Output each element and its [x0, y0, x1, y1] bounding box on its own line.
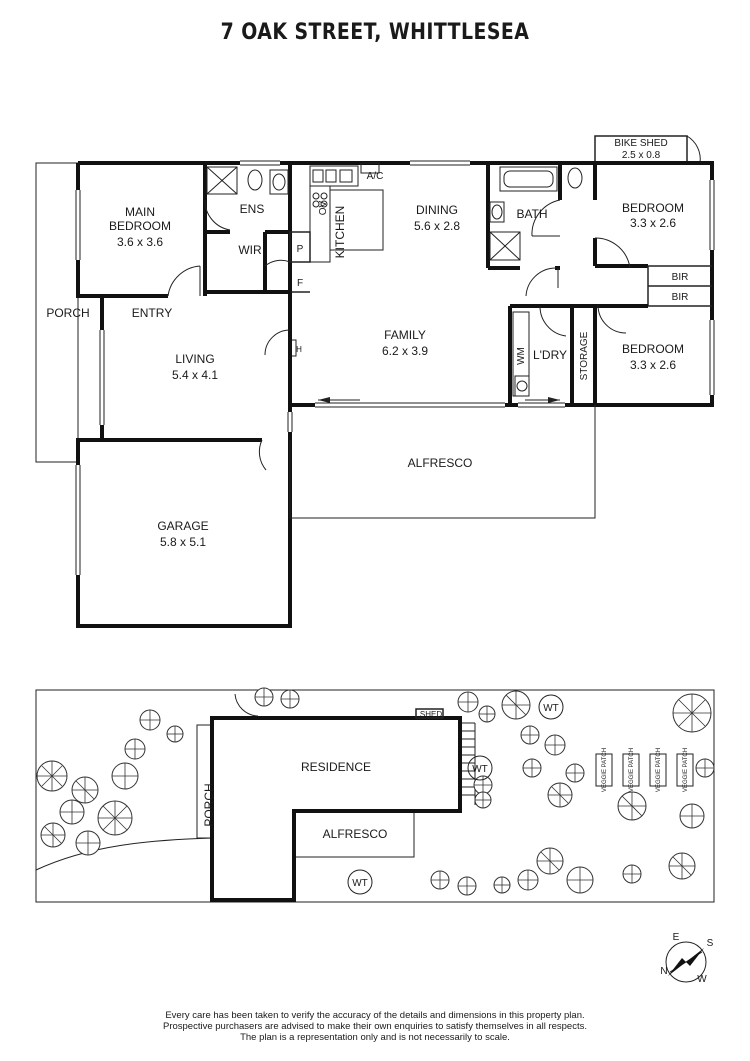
bike-shed-label: BIKE SHED	[614, 138, 667, 149]
compass-east: E	[673, 932, 680, 943]
heater-label: H	[296, 345, 302, 354]
veggie-patches: VEGGIE PATCH VEGGIE PATCH VEGGIE PATCH V…	[595, 748, 694, 792]
ens-label: ENS	[240, 202, 265, 216]
garage-label: GARAGE	[157, 519, 208, 533]
water-tank-label-2: WT	[472, 764, 488, 775]
main-bedroom-label-2: BEDROOM	[109, 219, 171, 233]
alfresco-outline	[289, 405, 596, 519]
family-dims: 6.2 x 3.9	[382, 344, 428, 358]
veggie-patch-label-2: VEGGIE PATCH	[629, 748, 635, 792]
bike-shed-dims: 2.5 x 0.8	[622, 150, 661, 161]
living-label: LIVING	[175, 352, 214, 366]
dining-dims: 5.6 x 2.8	[414, 219, 460, 233]
porch-outline	[35, 162, 79, 463]
living-dims: 5.4 x 4.1	[172, 368, 218, 382]
bedroom-top-label: BEDROOM	[622, 201, 684, 215]
kitchen-label: KITCHEN	[333, 206, 347, 259]
water-tank-label-1: WT	[543, 703, 559, 714]
compass-south: S	[707, 938, 714, 949]
disclaimer-line-1: Every care has been taken to verify the …	[165, 1010, 585, 1021]
garage-dims: 5.8 x 5.1	[160, 535, 206, 549]
oven-label: OV	[318, 200, 329, 215]
trees	[36, 687, 715, 896]
floor-plan: BIKE SHED 2.5 x 0.8 MAIN BEDROOM 3.6 x 3…	[35, 135, 715, 628]
bir-label-2: BIR	[672, 292, 689, 303]
site-porch-label: PORCH	[202, 783, 216, 826]
wir-label: WIR	[238, 243, 262, 257]
ac-label: A/C	[367, 171, 384, 182]
property-title: 7 OAK STREET, WHITTLESEA	[220, 20, 530, 45]
family-label: FAMILY	[384, 328, 426, 342]
entry-label: ENTRY	[132, 306, 172, 320]
bedroom-bottom-dims: 3.3 x 2.6	[630, 358, 676, 372]
bath-label: BATH	[516, 207, 547, 221]
disclaimer-line-3: The plan is a representation only and is…	[240, 1032, 510, 1043]
veggie-patch-label-1: VEGGIE PATCH	[602, 748, 608, 792]
laundry-label: L'DRY	[533, 348, 567, 362]
residence-outline	[210, 716, 462, 902]
disclaimer-line-2: Prospective purchasers are advised to ma…	[162, 1021, 587, 1032]
fridge-label: F	[297, 278, 303, 289]
alfresco-label: ALFRESCO	[408, 456, 473, 470]
bedroom-top-dims: 3.3 x 2.6	[630, 216, 676, 230]
shed-label: SHED	[420, 710, 442, 719]
dining-label: DINING	[416, 203, 458, 217]
site-plan: WT WT WT VEGGIE PATCH VEGGIE PATCH VEGGI…	[35, 687, 715, 903]
site-alfresco-label: ALFRESCO	[323, 827, 388, 841]
main-bedroom-label: MAIN	[125, 205, 155, 219]
veggie-patch-label-4: VEGGIE PATCH	[683, 748, 689, 792]
main-bedroom-dims: 3.6 x 3.6	[117, 235, 163, 249]
compass-west: W	[697, 974, 707, 985]
water-tank-label-3: WT	[352, 878, 368, 889]
bir-label-1: BIR	[672, 272, 689, 283]
compass: E S N W	[660, 932, 713, 985]
wm-label: WM	[516, 347, 527, 365]
disclaimer: Every care has been taken to verify the …	[0, 1010, 750, 1043]
porch-label: PORCH	[46, 306, 89, 320]
site-boundary	[35, 689, 715, 903]
bedroom-bottom-label: BEDROOM	[622, 342, 684, 356]
residence-label: RESIDENCE	[301, 760, 371, 774]
veggie-patch-label-3: VEGGIE PATCH	[656, 748, 662, 792]
pantry-label: P	[297, 244, 304, 255]
storage-label: STORAGE	[579, 331, 590, 380]
compass-north: N	[660, 966, 667, 977]
